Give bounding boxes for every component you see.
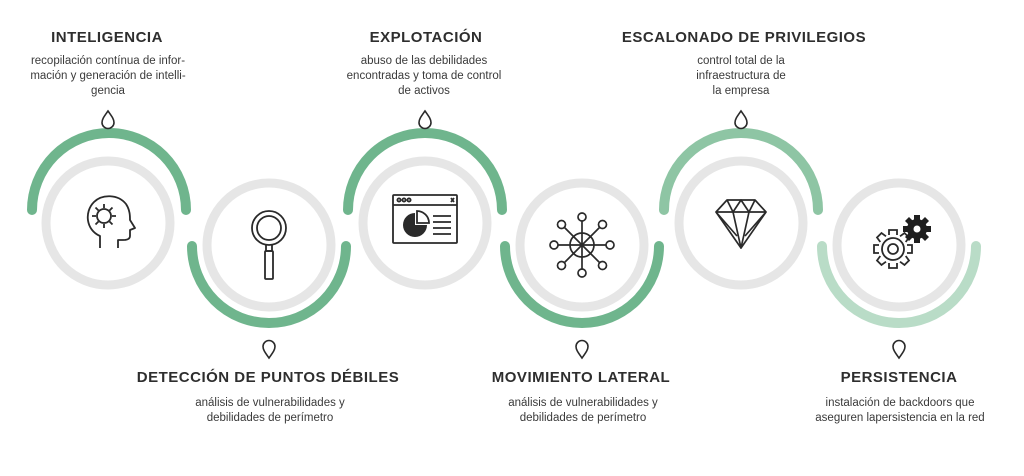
desc-line: control total de la bbox=[697, 55, 785, 67]
desc-line: de activos bbox=[398, 85, 450, 97]
gears-icon bbox=[873, 215, 931, 269]
network-hub-icon bbox=[549, 212, 615, 278]
desc-line: mación y generación de intelli- bbox=[30, 70, 186, 82]
stage-node-movimiento bbox=[500, 178, 664, 359]
desc-line: recopilación contínua de infor- bbox=[30, 55, 186, 67]
ring bbox=[41, 156, 175, 290]
stage-title-inteligencia: INTELIGENCIA bbox=[51, 29, 163, 46]
stage-desc-escalonado: control total de la infraestructura de l… bbox=[696, 54, 786, 99]
desc-line: encontradas y toma de control bbox=[346, 70, 502, 82]
arc-top bbox=[27, 128, 191, 215]
desc-line: debilidades de perímetro bbox=[519, 412, 647, 424]
desc-line: análisis de vulnerabilidades y bbox=[195, 397, 345, 409]
desc-line: la empresa bbox=[712, 85, 770, 97]
stage-node-inteligencia bbox=[27, 110, 191, 290]
ring bbox=[674, 156, 808, 290]
desc-line: gencia bbox=[91, 85, 125, 97]
desc-line: abuso de las debilidades bbox=[360, 55, 488, 67]
arc-bottom bbox=[187, 241, 351, 328]
desc-line: infraestructura de bbox=[696, 70, 786, 82]
head-gear-icon bbox=[86, 195, 136, 248]
stage-title-persistencia: PERSISTENCIA bbox=[840, 369, 958, 386]
desc-line: análisis de vulnerabilidades y bbox=[508, 397, 658, 409]
stage-desc-movimiento: análisis de vulnerabilidades y debilidad… bbox=[508, 396, 658, 426]
browser-chart-icon bbox=[392, 194, 458, 244]
pin-icon bbox=[262, 339, 276, 359]
stage-title-deteccion: DETECCIÓN DE PUNTOS DÉBILES bbox=[136, 369, 400, 386]
pin-icon bbox=[892, 339, 906, 359]
arc-bottom bbox=[500, 241, 664, 328]
pin-icon bbox=[734, 110, 748, 130]
arc-top bbox=[659, 128, 823, 215]
stage-title-escalonado: ESCALONADO DE PRIVILEGIOS bbox=[621, 29, 867, 46]
ring bbox=[832, 178, 966, 312]
stage-desc-deteccion: análisis de vulnerabilidades y debilidad… bbox=[195, 396, 345, 426]
magnifier-icon bbox=[251, 210, 287, 280]
desc-line: debilidades de perímetro bbox=[206, 412, 334, 424]
stage-desc-persistencia: instalación de backdoors que aseguren la… bbox=[815, 396, 984, 426]
desc-line: aseguren lapersistencia en la red bbox=[815, 412, 985, 424]
arc-bottom bbox=[817, 241, 981, 328]
desc-line: instalación de backdoors que bbox=[825, 397, 975, 409]
arc-top bbox=[343, 128, 507, 215]
stage-node-persistencia bbox=[817, 178, 981, 359]
diamond-icon bbox=[715, 199, 767, 249]
pin-icon bbox=[575, 339, 589, 359]
pin-icon bbox=[418, 110, 432, 130]
stage-desc-inteligencia: recopilación contínua de infor- mación y… bbox=[30, 54, 185, 99]
stage-node-explotacion bbox=[343, 110, 507, 290]
stage-node-deteccion bbox=[187, 178, 351, 359]
stage-title-explotacion: EXPLOTACIÓN bbox=[369, 29, 483, 46]
stage-desc-explotacion: abuso de las debilidades encontradas y t… bbox=[347, 54, 502, 99]
stage-node-escalonado bbox=[659, 110, 823, 290]
stage-title-movimiento: MOVIMIENTO LATERAL bbox=[491, 369, 671, 386]
pin-icon bbox=[101, 110, 115, 130]
